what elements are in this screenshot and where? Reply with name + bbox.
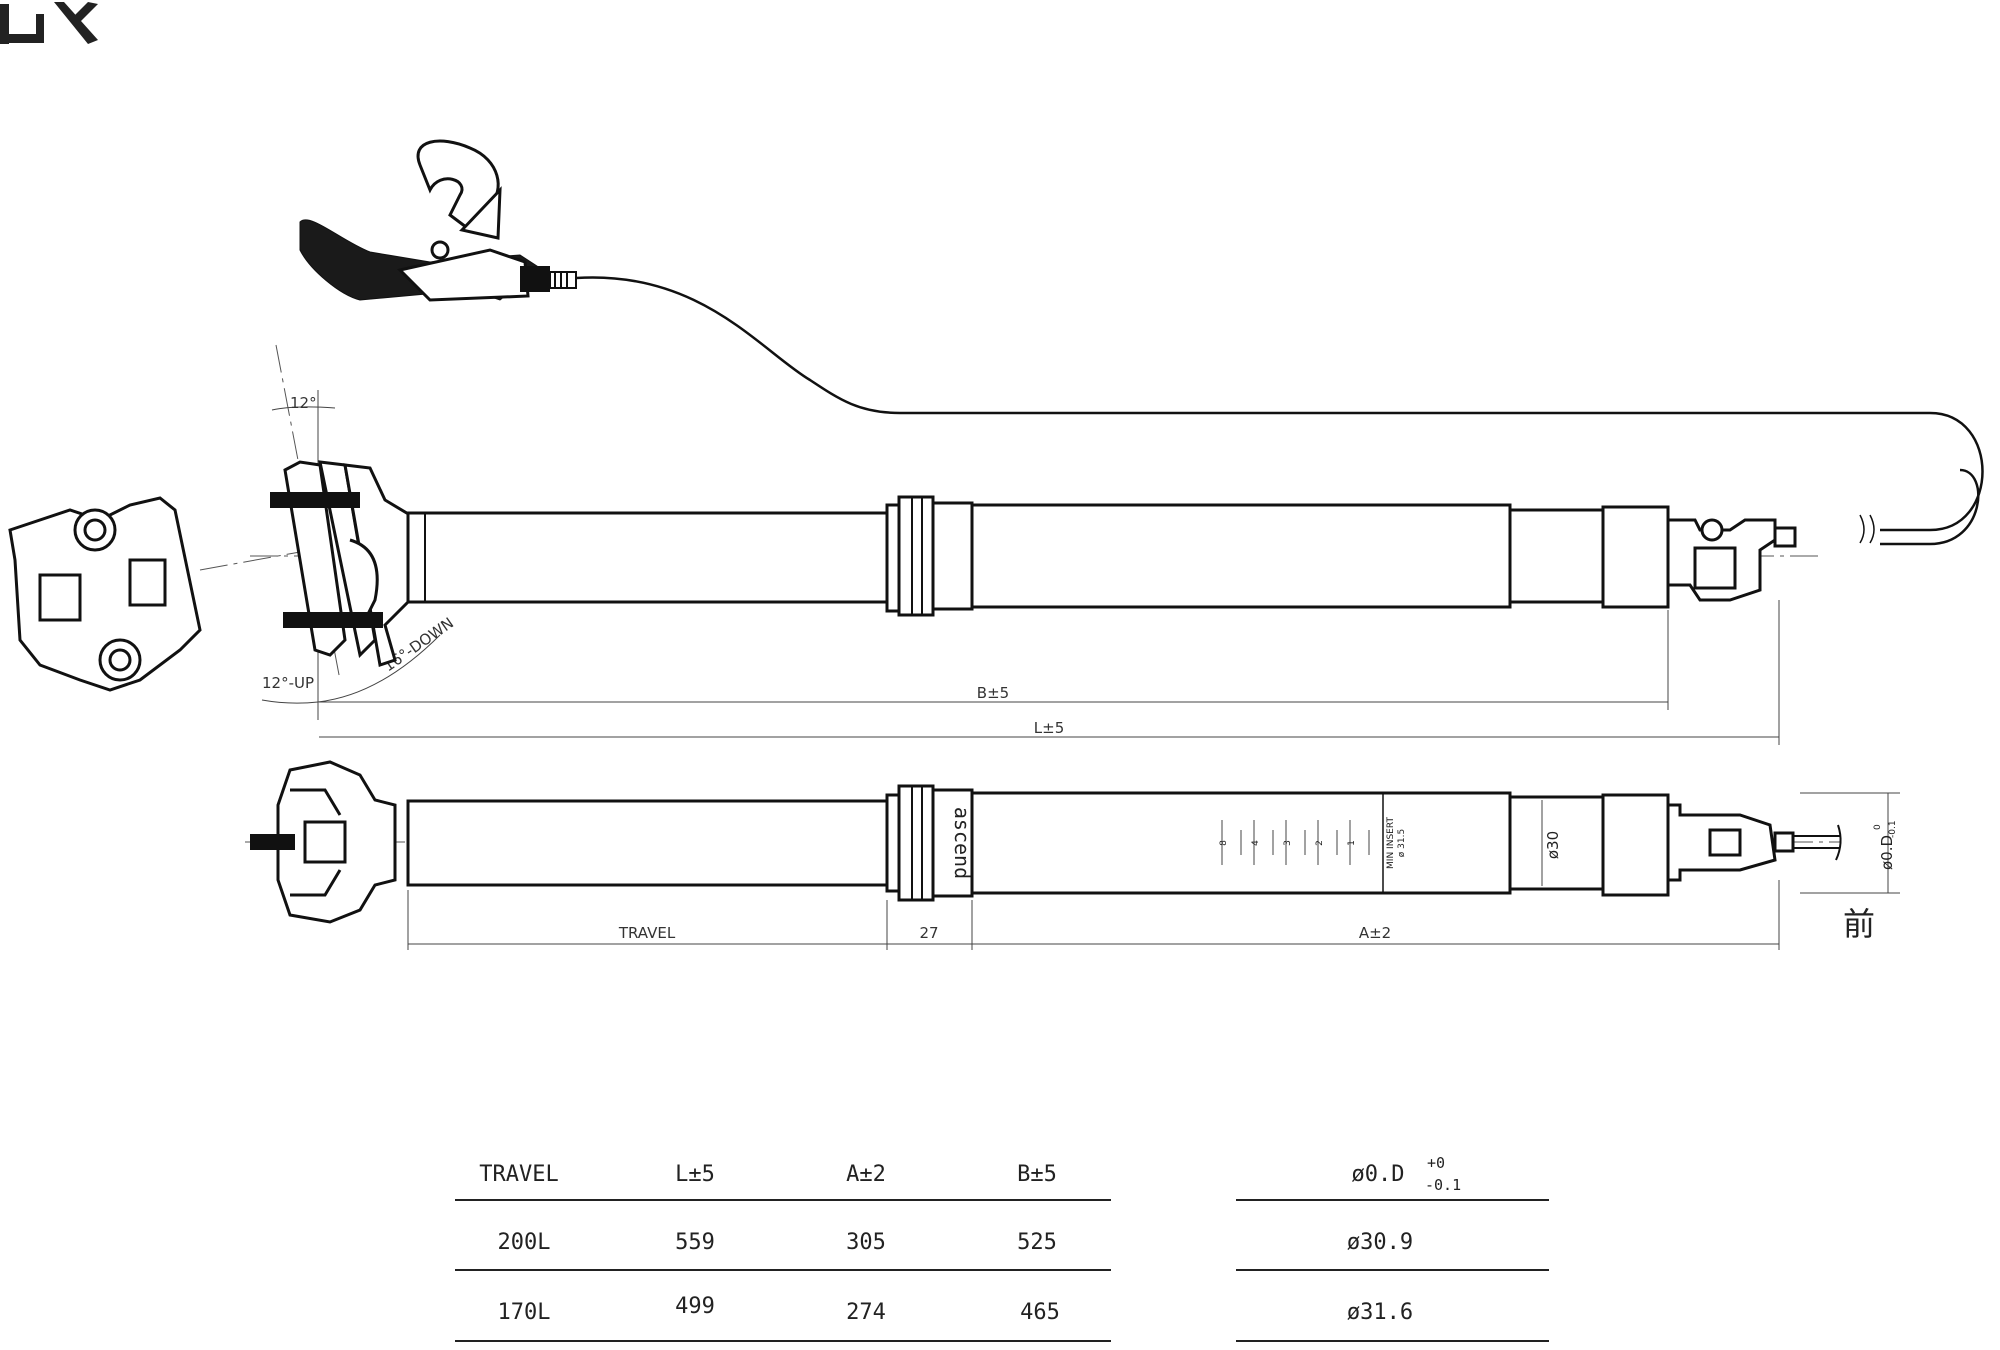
cell: 559 <box>675 1230 715 1255</box>
header-b: B±5 <box>1017 1162 1057 1187</box>
insertion-scale <box>1221 820 1370 865</box>
cable <box>575 276 1984 532</box>
cell: 170L <box>498 1300 551 1325</box>
min-insert-value: ø 31.5 <box>1397 829 1407 857</box>
outer-tol-upper: 0 <box>1873 824 1883 830</box>
min-insert-label: MIN INSERT <box>1386 817 1396 869</box>
remote-lever <box>299 139 577 302</box>
table-row: 200L 559 305 525 <box>498 1230 1057 1255</box>
brand-logo <box>0 2 98 44</box>
inner-diameter: ø30 <box>1544 831 1562 859</box>
seatpost-top-view: ascend 8 4 3 2 1 MIN INSERT ø 31.5 ø30 <box>245 760 1900 950</box>
header-l: L±5 <box>675 1162 715 1187</box>
od-table: ø0.D +0 -0.1 ø30.9 ø31.6 <box>1236 1154 1549 1342</box>
angle-12: 12° <box>290 394 317 412</box>
dim-travel: TRAVEL <box>618 924 676 942</box>
scale-mark: 1 <box>1347 840 1357 846</box>
od-tol-lower: -0.1 <box>1425 1176 1461 1194</box>
od-row: ø30.9 <box>1347 1230 1413 1255</box>
cable-lower <box>1880 468 1980 546</box>
seatpost-side-view: B±5 L±5 <box>250 460 1820 745</box>
cell: 200L <box>498 1230 551 1255</box>
saddle-clamp-exploded <box>8 496 202 692</box>
cell: 499 <box>675 1294 715 1319</box>
scale-mark: 3 <box>1283 840 1293 846</box>
dim-b: B±5 <box>977 684 1009 702</box>
cell: 525 <box>1017 1230 1057 1255</box>
cell: 305 <box>846 1230 886 1255</box>
dim-a: A±2 <box>1359 924 1391 942</box>
cell: 274 <box>846 1300 886 1325</box>
scale-mark: 2 <box>1315 840 1325 846</box>
spec-table: TRAVEL L±5 A±2 B±5 200L 559 305 525 170L… <box>455 1162 1111 1342</box>
outer-diameter: ø0.D <box>1878 835 1896 870</box>
front-mark: 前 <box>1843 905 1875 943</box>
scale-mark: 4 <box>1251 840 1261 846</box>
dim-l: L±5 <box>1034 719 1064 737</box>
header-travel: TRAVEL <box>479 1162 558 1187</box>
angle-12-up: 12°-UP <box>262 674 314 692</box>
outer-tol-lower: -0.1 <box>1888 820 1898 838</box>
collar-logo: ascend <box>950 807 974 879</box>
od-header: ø0.D <box>1352 1162 1405 1187</box>
dim-collar: 27 <box>919 924 938 942</box>
header-a: A±2 <box>846 1162 886 1187</box>
table-row: 170L 499 274 465 <box>498 1294 1060 1325</box>
scale-mark: 8 <box>1219 840 1229 846</box>
od-row: ø31.6 <box>1347 1300 1413 1325</box>
od-tol-upper: +0 <box>1427 1154 1445 1172</box>
cell: 465 <box>1020 1300 1060 1325</box>
